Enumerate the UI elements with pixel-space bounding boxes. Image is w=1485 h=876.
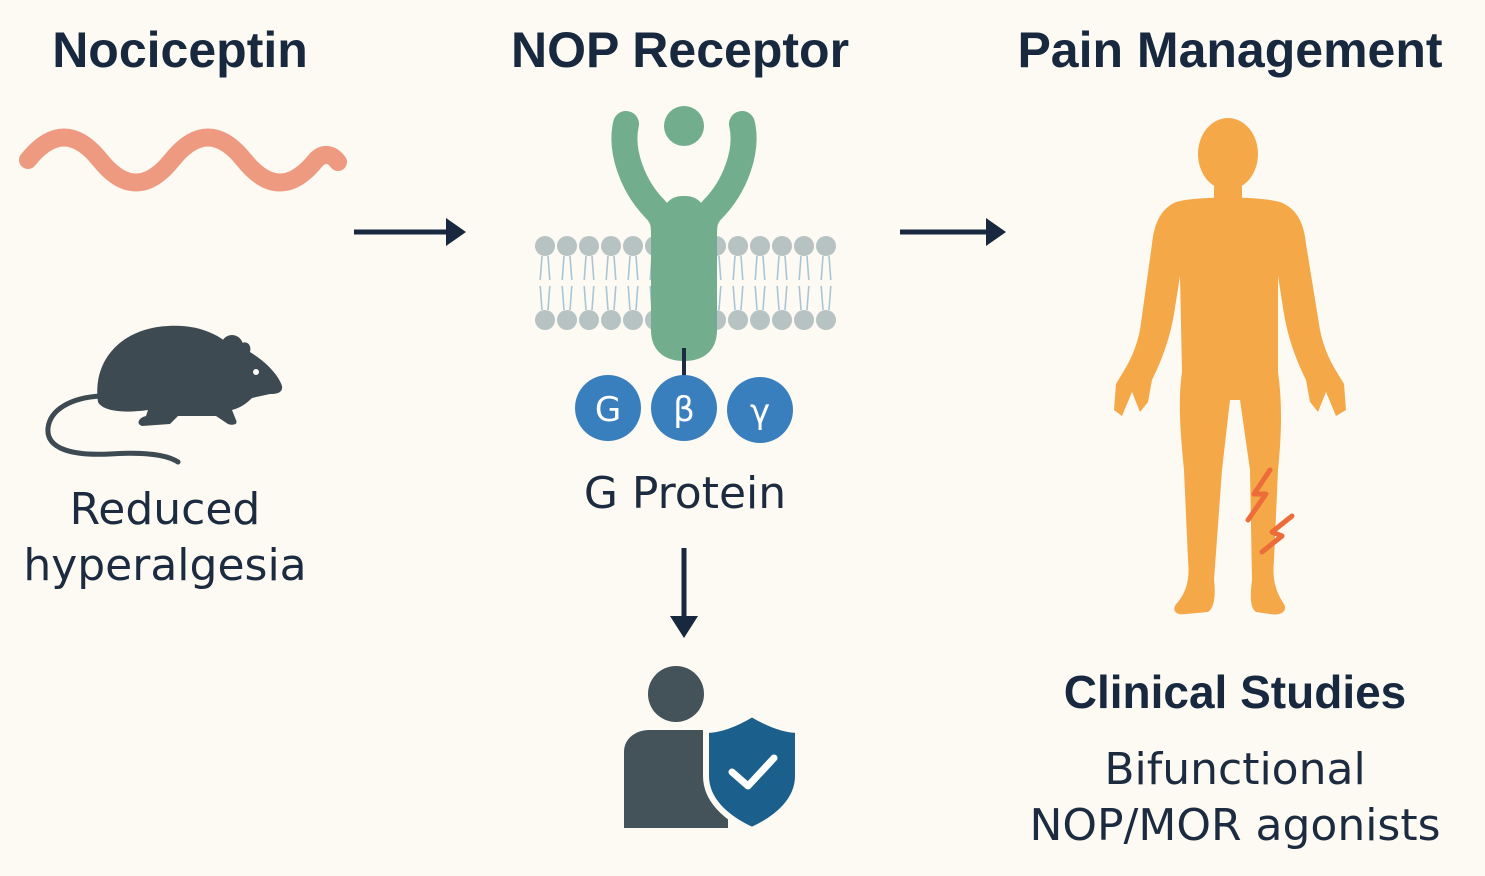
lipid-head [623, 236, 643, 256]
lipid-tail [561, 255, 565, 281]
lipid-tail [754, 285, 758, 311]
arrow-icon [354, 218, 466, 246]
lipid-tail [627, 255, 631, 281]
lipid-head [772, 310, 792, 330]
nociceptin-title: Nociceptin [52, 22, 308, 78]
lipid-tail [820, 285, 824, 311]
lipid-membrane-icon [535, 236, 836, 330]
lipid-tail [828, 285, 832, 311]
lipid-tail [828, 255, 832, 281]
arrow-icon [670, 548, 698, 638]
lipid-tail [613, 285, 617, 311]
bifunctional-line: Bifunctional [1104, 744, 1366, 795]
lipid-tail [820, 255, 824, 281]
receptor-icon [611, 106, 757, 378]
lipid-tail [591, 255, 595, 281]
g-protein-label: G Protein [583, 468, 787, 519]
lipid-tail [718, 255, 722, 281]
lipid-head [772, 236, 792, 256]
lipid-tail [583, 255, 587, 281]
lipid-head [750, 310, 770, 330]
human-body-icon [1114, 118, 1346, 615]
lipid-head [557, 310, 577, 330]
lipid-head [816, 310, 836, 330]
lipid-tail [754, 255, 758, 281]
lipid-tail [762, 285, 766, 311]
lipid-tail [539, 255, 543, 281]
lipid-tail [798, 255, 802, 281]
arrow-icon [900, 218, 1006, 246]
lipid-tail [569, 285, 573, 311]
lipid-tail [635, 285, 639, 311]
lipid-tail [547, 285, 551, 311]
hyperalgesia-line: hyperalgesia [23, 540, 307, 591]
lipid-tail [718, 285, 722, 311]
g-gamma-label: γ [750, 392, 770, 432]
lipid-head [535, 310, 555, 330]
g-protein-complex: G β γ [575, 375, 793, 443]
lipid-tail [776, 285, 780, 311]
lipid-tail [740, 285, 744, 311]
reduced-hyperalgesia-label: Reduced hyperalgesia [0, 482, 330, 594]
lipid-tail [732, 255, 736, 281]
lipid-head [623, 310, 643, 330]
lipid-head [794, 310, 814, 330]
lipid-tail [806, 285, 810, 311]
person-shield-icon [624, 666, 801, 834]
g-beta-label: β [673, 390, 695, 430]
g-alpha-subunit [575, 375, 641, 441]
lipid-tail [784, 255, 788, 281]
lipid-tail [740, 255, 744, 281]
lipid-head [728, 236, 748, 256]
pain-spark-icon [1245, 467, 1295, 555]
lipid-tail [583, 285, 587, 311]
g-gamma-subunit [727, 377, 793, 443]
reduced-line: Reduced [69, 484, 261, 535]
lipid-head [579, 310, 599, 330]
lipid-tail [806, 255, 810, 281]
peptide-wave-icon [19, 128, 347, 192]
lipid-tail [762, 255, 766, 281]
agonists-line: NOP/MOR agonists [1029, 800, 1441, 851]
lipid-tail [591, 285, 595, 311]
lipid-tail [561, 285, 565, 311]
lipid-head [816, 236, 836, 256]
lipid-tail [569, 255, 573, 281]
lipid-head [794, 236, 814, 256]
lipid-head [535, 236, 555, 256]
lipid-tail [605, 285, 609, 311]
lipid-tail [605, 255, 609, 281]
clinical-studies-heading: Clinical Studies [1063, 666, 1407, 718]
pain-management-title: Pain Management [1017, 22, 1443, 78]
lipid-head [557, 236, 577, 256]
bifunctional-agonists-label: Bifunctional NOP/MOR agonists [1000, 742, 1470, 854]
lipid-tail [627, 285, 631, 311]
rat-icon [45, 325, 283, 465]
lipid-tail [635, 255, 639, 281]
lipid-head [728, 310, 748, 330]
lipid-head [601, 310, 621, 330]
lipid-head [601, 236, 621, 256]
lipid-tail [539, 285, 543, 311]
lipid-tail [732, 285, 736, 311]
lipid-tail [798, 285, 802, 311]
lipid-head [750, 236, 770, 256]
g-alpha-label: G [595, 390, 621, 430]
lipid-tail [547, 255, 551, 281]
g-beta-subunit [651, 375, 717, 441]
lipid-tail [776, 255, 780, 281]
lipid-tail [784, 285, 788, 311]
lipid-tail [613, 255, 617, 281]
lipid-head [579, 236, 599, 256]
nop-receptor-title: NOP Receptor [510, 22, 850, 78]
